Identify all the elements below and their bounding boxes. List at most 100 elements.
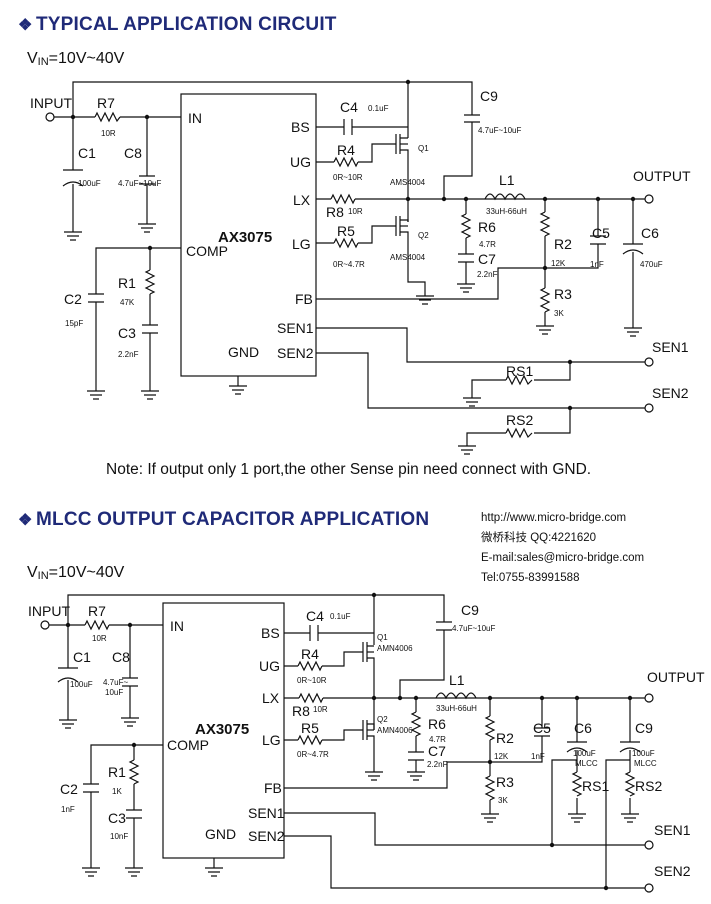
r4-label: R4 xyxy=(337,142,355,158)
c1-label: C1 xyxy=(73,649,91,665)
r7-value: 10R xyxy=(92,634,107,643)
pin-ug: UG xyxy=(290,154,311,170)
pin-ug: UG xyxy=(259,658,280,674)
r1-label: R1 xyxy=(108,764,126,780)
l1-inductor xyxy=(435,692,477,700)
pin-gnd: GND xyxy=(205,826,236,842)
port-input-label: INPUT xyxy=(28,603,70,619)
chip-ax3075 xyxy=(162,602,285,859)
contact-tel: Tel:0755-83991588 xyxy=(481,572,580,584)
section-1-title: ❖TYPICAL APPLICATION CIRCUIT xyxy=(18,14,337,35)
r8-label: R8 xyxy=(326,204,344,220)
pin-comp: COMP xyxy=(186,243,228,259)
r1-value: 1K xyxy=(112,787,122,796)
r6-resistor xyxy=(410,711,422,737)
c2-value: 15pF xyxy=(65,319,83,328)
r4-value: 0R~10R xyxy=(333,173,363,182)
r6-resistor xyxy=(460,213,472,239)
contact-info: http://www.micro-bridge.com 微桥科技 QQ:4221… xyxy=(481,508,644,588)
pin-sen1: SEN1 xyxy=(248,805,285,821)
c7-capacitor xyxy=(408,751,424,761)
circuit-2-junctions xyxy=(65,592,633,891)
r6-label: R6 xyxy=(478,219,496,235)
c8-value-line2: 10uF xyxy=(105,688,123,697)
c7-value: 2.2nF xyxy=(477,270,498,279)
r4-resistor xyxy=(333,156,359,168)
chip-label: AX3075 xyxy=(218,229,272,246)
r1-resistor xyxy=(144,269,156,295)
q2-label: Q2 xyxy=(418,231,429,240)
r8-resistor xyxy=(298,692,324,704)
l1-label: L1 xyxy=(449,672,465,688)
l1-inductor xyxy=(484,193,526,201)
pin-gnd: GND xyxy=(228,344,259,360)
pin-in: IN xyxy=(170,618,184,634)
c4-value: 0.1uF xyxy=(330,612,351,621)
q1-label: Q1 xyxy=(377,633,388,642)
c6-value: 470uF xyxy=(640,260,663,269)
r8-label: R8 xyxy=(292,703,310,719)
pin-sen1: SEN1 xyxy=(277,320,314,336)
contact-email[interactable]: E-mail:sales@micro-bridge.com xyxy=(481,552,645,564)
r4-value: 0R~10R xyxy=(297,676,327,685)
q1-part: AMS4004 xyxy=(390,178,426,187)
ground-icon xyxy=(59,717,639,877)
chip-ax3075 xyxy=(180,93,317,377)
c9-label: C9 xyxy=(461,602,479,618)
c3-capacitor xyxy=(142,324,158,334)
r3-value: 3K xyxy=(498,796,508,805)
c2-capacitor xyxy=(88,293,104,303)
r5-resistor xyxy=(333,237,359,249)
c6-label: C6 xyxy=(641,225,659,241)
q1-mosfet xyxy=(362,642,375,668)
contact-company: 微桥科技 QQ:4221620 xyxy=(481,532,597,544)
l1-value: 33uH-66uH xyxy=(486,207,527,216)
rs1-label: RS1 xyxy=(582,778,609,794)
circuit-1-junctions xyxy=(70,79,636,411)
section-2-vin-label: VIN=10V~40V xyxy=(27,564,125,582)
c8-label: C8 xyxy=(124,145,142,161)
rs2-resistor xyxy=(624,771,636,797)
r7-resistor xyxy=(94,111,121,123)
l1-label: L1 xyxy=(499,172,515,188)
pin-comp: COMP xyxy=(167,737,209,753)
r2-label: R2 xyxy=(496,730,514,746)
c5-value: 1nF xyxy=(590,260,604,269)
port-input-label: INPUT xyxy=(30,95,72,111)
r5-label: R5 xyxy=(301,720,319,736)
pin-sen2: SEN2 xyxy=(277,345,314,361)
pin-fb: FB xyxy=(264,780,282,796)
input-terminal xyxy=(45,112,55,122)
r3-resistor xyxy=(539,287,551,313)
ground-icon xyxy=(64,223,642,455)
sen1-terminal xyxy=(644,840,654,850)
circuit-2-wires xyxy=(49,594,645,889)
rs2-label: RS2 xyxy=(635,778,662,794)
pin-in: IN xyxy=(188,110,202,126)
contact-url[interactable]: http://www.micro-bridge.com xyxy=(481,512,627,524)
c4-capacitor xyxy=(343,119,353,135)
pin-bs: BS xyxy=(291,119,310,135)
rs1-resistor xyxy=(571,771,583,797)
q2-part: AMN4006 xyxy=(377,726,413,735)
chip-label: AX3075 xyxy=(195,721,249,738)
c8-value-line1: 4.7uF~ xyxy=(103,678,128,687)
r6-value: 4.7R xyxy=(429,735,446,744)
r1-value: 47K xyxy=(120,298,135,307)
diamond-bullet-icon: ❖ xyxy=(18,17,33,34)
c7-capacitor xyxy=(458,253,474,263)
r8-resistor xyxy=(330,193,356,205)
q1-label: Q1 xyxy=(418,144,429,153)
pin-lx: LX xyxy=(293,192,311,208)
c7-value: 2.2nF xyxy=(427,760,448,769)
output-terminal xyxy=(644,194,654,204)
r7-value: 10R xyxy=(101,129,116,138)
sen2-terminal xyxy=(644,883,654,893)
c8-capacitor xyxy=(139,175,155,185)
c1-capacitor xyxy=(57,667,79,683)
r2-label: R2 xyxy=(554,236,572,252)
r7-resistor xyxy=(84,619,110,631)
